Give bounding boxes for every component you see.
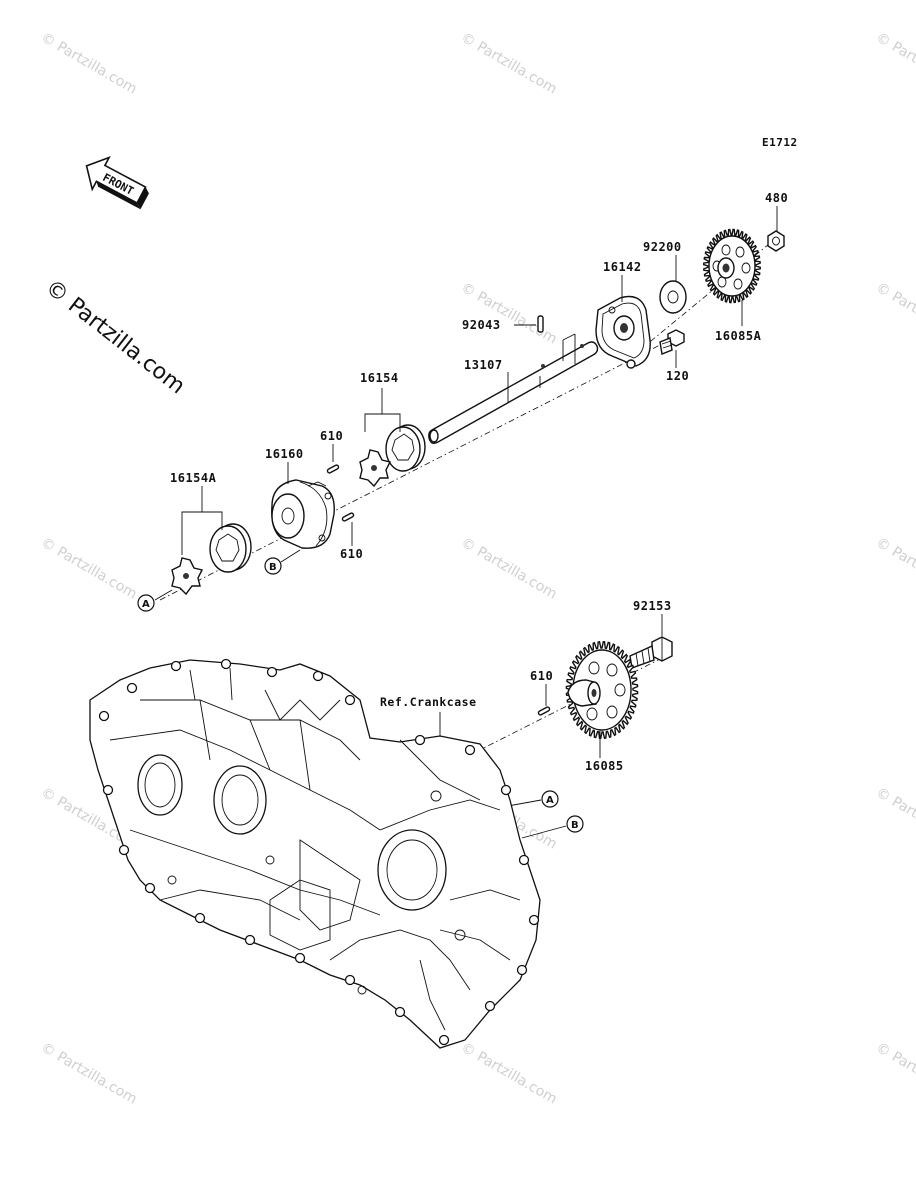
pump-cover-16142 [595,295,651,369]
watermark-large: © Partzilla.com [40,275,189,399]
watermark: © Partzilla.com [458,1040,560,1108]
watermark: © Partzilla.com [458,280,560,348]
front-arrow-icon: FRONT [85,156,149,210]
bolt-120 [659,329,685,355]
label-610-upper: 610 [320,429,343,443]
watermark: © Partzilla.com [458,535,560,603]
diagram-code: E1712 [762,136,798,149]
rotor-16154 [359,424,426,488]
bolt-boss [344,694,356,706]
callout-a-lower: A [507,790,559,808]
callout-b-label: B [269,562,277,573]
watermark: © Partzilla.com [873,1040,916,1108]
bolt-boss [414,734,426,746]
label-610-lower: 610 [340,547,363,561]
watermark: © Partzilla.com [873,30,916,98]
bolt-boss [500,784,512,796]
watermark: © Partzilla.com [38,1040,140,1108]
callout-b-label: B [571,820,579,831]
watermark: © Partzilla.com [873,535,916,603]
watermark: © Partzilla.com [38,535,140,603]
label-16160: 16160 [265,447,304,461]
gear-16085A [702,228,762,304]
crankcase-ref [89,658,541,1049]
bolt-boss [438,1034,450,1046]
callout-b-upper: B [264,549,301,575]
label-16142: 16142 [603,260,642,274]
label-120: 120 [666,369,689,383]
watermark: © Partzilla.com [458,30,560,98]
label-16154: 16154 [360,371,399,385]
bolt-92153 [629,636,673,669]
bolt-boss [126,682,138,694]
watermark: © Partzilla.com [873,280,916,348]
pin-610-lower [341,512,355,522]
label-13107: 13107 [464,358,503,372]
label-480: 480 [765,191,788,205]
pump-body-16160 [271,479,335,549]
bolt-boss [98,710,110,722]
bolt-boss [266,666,278,678]
bolt-boss [244,934,256,946]
washer-92200 [659,280,687,314]
bolt-boss [144,882,156,894]
pin-610-upper [326,464,340,474]
gear-16085 [565,640,639,740]
nut-480 [767,230,785,252]
callout-a-label: A [546,795,554,806]
label-92200: 92200 [643,240,682,254]
watermark: © Partzilla.com [873,785,916,853]
bolt-boss [518,854,530,866]
bolt-boss [102,784,114,796]
bolt-boss [344,974,356,986]
watermark: © Partzilla.com [38,30,140,98]
pin-92043 [514,315,544,333]
label-16085A: 16085A [715,329,762,343]
bolt-boss [170,660,182,672]
bolt-boss [220,658,232,670]
rotor-16154A [171,523,252,596]
bolt-boss [528,914,540,926]
bolt-boss [294,952,306,964]
label-16085: 16085 [585,759,624,773]
callout-a-label: A [142,599,150,610]
callout-a-upper: A [137,589,173,612]
label-92043: 92043 [462,318,501,332]
label-610-crankcase: 610 [530,669,553,683]
bolt-boss [394,1006,406,1018]
label-92153: 92153 [633,599,672,613]
bolt-boss [118,844,130,856]
bolt-boss [194,912,206,924]
shaft-13107 [428,333,599,445]
label-16154A: 16154A [170,471,217,485]
bolt-boss [484,1000,496,1012]
callout-b-lower: B [521,815,584,839]
bolt-boss [464,744,476,756]
ref-crankcase-label: Ref.Crankcase [380,695,477,709]
bolt-boss [312,670,324,682]
pin-610-crankcase [537,706,551,716]
bolt-boss [516,964,528,976]
